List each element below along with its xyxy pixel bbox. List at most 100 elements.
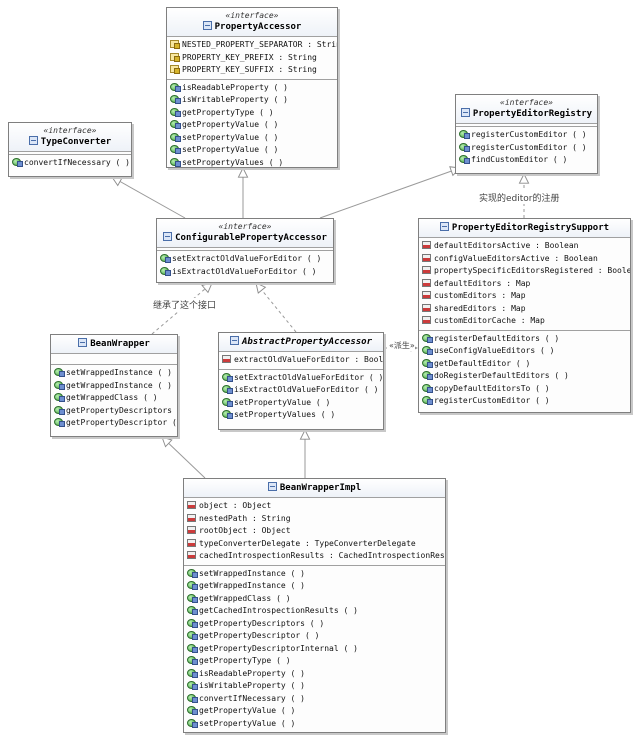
method-row: setWrappedInstance ( )	[51, 367, 177, 380]
private-field-icon	[422, 253, 431, 262]
methods-section: setExtractOldValueForEditor ( ) isExtrac…	[157, 251, 333, 280]
method-icon	[222, 410, 233, 419]
class-icon	[28, 136, 38, 145]
methods-section: setWrappedInstance ( ) getWrappedInstanc…	[51, 365, 177, 432]
method-row: setPropertyValue ( )	[167, 144, 337, 157]
class-header: «interface» PropertyAccessor	[167, 8, 337, 37]
class-property-editor-registry[interactable]: «interface» PropertyEditorRegistry regis…	[455, 94, 598, 174]
method-icon	[160, 254, 171, 263]
class-abstract-property-accessor[interactable]: AbstractPropertyAccessor extractOldValue…	[218, 332, 384, 430]
method-row: getPropertyDescriptor ( )	[184, 630, 445, 643]
field-row: cachedIntrospectionResults : CachedIntro…	[184, 550, 445, 563]
method-row: setPropertyValues ( )	[219, 409, 383, 422]
method-icon	[187, 718, 198, 728]
method-icon	[422, 371, 433, 380]
method-row: findCustomEditor ( )	[456, 154, 597, 167]
field-row: PROPERTY_KEY_PREFIX : String	[167, 52, 337, 65]
field-row: sharedEditors : Map	[419, 303, 630, 316]
class-name: PropertyAccessor	[214, 22, 302, 32]
class-header: «interface» ConfigurablePropertyAccessor	[157, 219, 333, 248]
stereotype-label: «interface»	[43, 126, 97, 135]
field-row: configValueEditorsActive : Boolean	[419, 253, 630, 266]
private-field-icon	[187, 526, 196, 534]
methods-section: setExtractOldValueForEditor ( ) isExtrac…	[219, 370, 383, 424]
method-icon	[54, 368, 65, 377]
annotation-derived: «派生»	[389, 340, 415, 351]
method-icon	[170, 107, 181, 117]
method-row: getPropertyValue ( )	[184, 705, 445, 718]
method-icon	[459, 155, 470, 164]
class-property-accessor[interactable]: «interface» PropertyAccessor NESTED_PROP…	[166, 7, 338, 168]
method-row: isExtractOldValueForEditor ( )	[157, 266, 333, 279]
private-field-icon	[422, 291, 431, 299]
method-icon	[187, 568, 198, 578]
methods-section: convertIfNecessary ( )	[9, 155, 131, 172]
class-header: BeanWrapper	[51, 335, 177, 354]
fields-section	[456, 124, 597, 127]
private-field-icon	[187, 513, 196, 522]
class-bean-wrapper-impl[interactable]: BeanWrapperImpl object : Object nestedPa…	[183, 478, 446, 733]
fields-section	[51, 354, 177, 365]
class-icon	[202, 21, 212, 30]
method-icon	[222, 385, 233, 394]
method-icon	[187, 606, 198, 615]
class-icon	[460, 108, 470, 117]
method-row: isReadableProperty ( )	[184, 668, 445, 681]
field-row: extractOldValueForEditor : Boolean	[219, 354, 383, 367]
method-icon	[187, 631, 198, 640]
method-icon	[187, 668, 198, 678]
methods-section: registerCustomEditor ( ) registerCustomE…	[456, 127, 597, 169]
class-bean-wrapper[interactable]: BeanWrapper setWrappedInstance ( ) getWr…	[50, 334, 178, 437]
method-icon	[187, 681, 198, 690]
field-row: PROPERTY_KEY_SUFFIX : String	[167, 64, 337, 77]
class-name: AbstractPropertyAccessor	[241, 337, 373, 347]
constant-field-icon	[170, 40, 180, 49]
fields-section: extractOldValueForEditor : Boolean	[219, 352, 383, 370]
class-name: PropertyEditorRegistry	[472, 109, 593, 119]
method-row: setPropertyValue ( )	[184, 718, 445, 731]
method-row: getPropertyDescriptor ( )	[51, 417, 177, 430]
fields-section	[157, 248, 333, 251]
method-row: setWrappedInstance ( )	[184, 568, 445, 581]
method-icon	[422, 396, 433, 405]
method-icon	[187, 643, 198, 653]
class-icon	[163, 232, 173, 241]
field-row: nestedPath : String	[184, 513, 445, 526]
class-header: «interface» PropertyEditorRegistry	[456, 95, 597, 124]
stereotype-label: «interface»	[218, 222, 272, 231]
class-property-editor-registry-support[interactable]: PropertyEditorRegistrySupport defaultEdi…	[418, 218, 631, 413]
method-row: setPropertyValues ( )	[167, 157, 337, 168]
class-icon	[439, 222, 449, 231]
method-icon	[422, 333, 433, 343]
class-header: PropertyEditorRegistrySupport	[419, 219, 630, 238]
field-row: typeConverterDelegate : TypeConverterDel…	[184, 538, 445, 551]
class-name: ConfigurablePropertyAccessor	[175, 233, 327, 243]
method-icon	[187, 618, 198, 628]
private-field-icon	[422, 316, 431, 324]
stereotype-label: «interface»	[500, 98, 553, 107]
fields-section: defaultEditorsActive : Boolean configVal…	[419, 238, 630, 331]
method-icon	[170, 82, 181, 92]
method-row: isExtractOldValueForEditor ( )	[219, 384, 383, 397]
class-name: PropertyEditorRegistrySupport	[451, 223, 610, 233]
stereotype-label: «interface»	[225, 11, 279, 20]
method-row: registerCustomEditor ( )	[456, 129, 597, 142]
class-header: BeanWrapperImpl	[184, 479, 445, 498]
class-type-converter[interactable]: «interface» TypeConverter convertIfNeces…	[8, 122, 132, 177]
field-row: object : Object	[184, 500, 445, 513]
private-field-icon	[222, 355, 231, 363]
method-icon	[459, 130, 470, 139]
private-field-icon	[422, 303, 431, 312]
method-row: isWritableProperty ( )	[184, 680, 445, 693]
realization-bw-to-cpa	[151, 283, 212, 335]
method-row: convertIfNecessary ( )	[184, 693, 445, 706]
method-icon	[222, 372, 233, 382]
class-configurable-property-accessor[interactable]: «interface» ConfigurablePropertyAccessor…	[156, 218, 334, 283]
method-icon	[187, 581, 198, 590]
method-icon	[170, 120, 181, 129]
method-row: getPropertyDescriptors ( )	[184, 618, 445, 631]
private-field-icon	[422, 266, 431, 274]
method-row: copyDefaultEditorsTo ( )	[419, 383, 630, 396]
method-icon	[187, 593, 198, 603]
